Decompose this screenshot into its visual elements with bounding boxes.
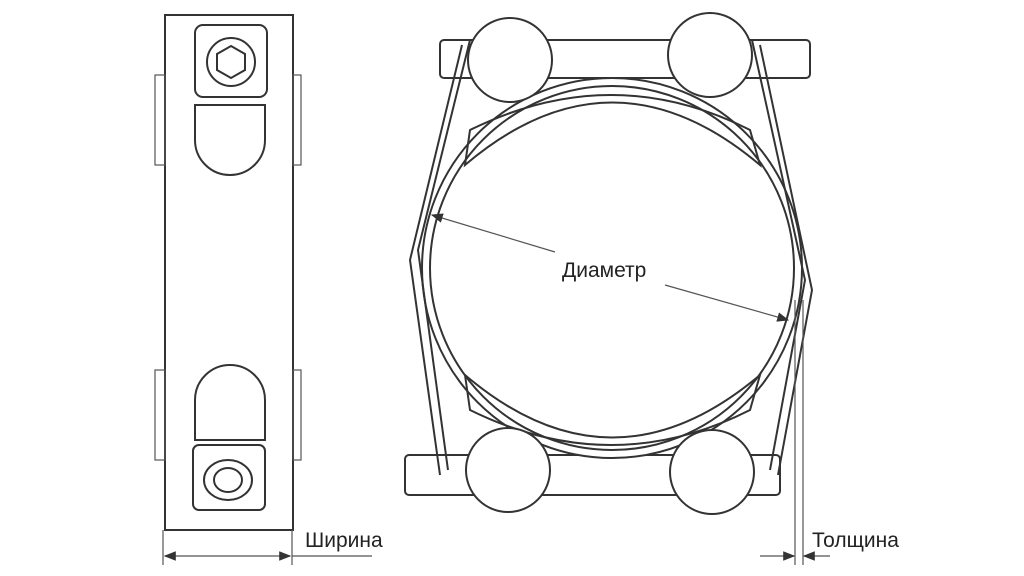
bolt-head-icon bbox=[206, 37, 256, 87]
front-view bbox=[404, 12, 830, 565]
thickness-label: Толщина bbox=[812, 529, 899, 552]
diameter-label: Диаметр bbox=[560, 258, 649, 283]
side-view bbox=[154, 14, 372, 565]
width-label: Ширина bbox=[305, 529, 383, 552]
nut-icon bbox=[203, 459, 253, 501]
